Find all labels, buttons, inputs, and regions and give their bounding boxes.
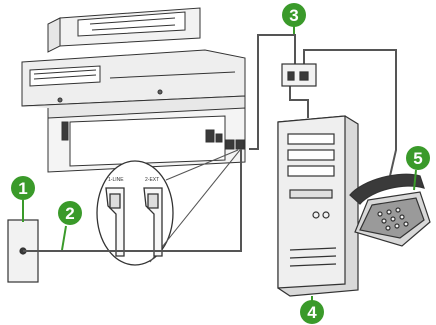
callout-4-label: 4 — [307, 303, 317, 322]
port-zoom-detail — [97, 150, 240, 265]
callout-3-label: 3 — [289, 6, 298, 25]
port-label-1-line: 1-LINE — [108, 177, 124, 183]
splitter-icon — [282, 64, 316, 86]
callout-1: 1 — [11, 176, 35, 222]
callout-2-label: 2 — [65, 204, 74, 223]
telephone-icon — [350, 174, 430, 246]
printer-icon — [22, 8, 245, 172]
callout-5-label: 5 — [413, 149, 422, 168]
callout-2: 2 — [58, 201, 82, 250]
callout-1-label: 1 — [18, 179, 27, 198]
callout-4: 4 — [300, 296, 324, 324]
port-label-2-ext: 2-EXT — [145, 177, 159, 183]
computer-tower-icon — [278, 116, 358, 296]
callout-3: 3 — [282, 3, 306, 34]
